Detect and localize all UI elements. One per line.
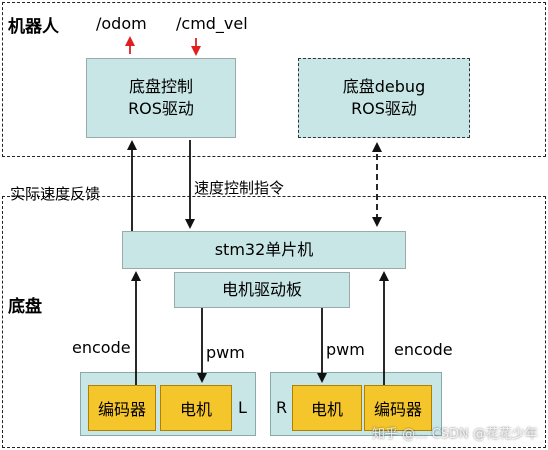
robot-region <box>2 2 546 157</box>
ros-driver-node: 底盘控制 ROS驱动 <box>86 58 236 138</box>
debug-driver-line1: 底盘debug <box>342 76 426 96</box>
chassis-region-label: 底盘 <box>8 297 42 317</box>
right-side-label: R <box>276 398 288 417</box>
left-motor-module: 电机 <box>160 385 232 431</box>
right-encode-label: encode <box>394 340 453 359</box>
debug-driver-node: 底盘debug ROS驱动 <box>298 58 470 138</box>
robot-region-label: 机器人 <box>8 17 59 37</box>
right-pwm-label: pwm <box>326 340 365 359</box>
edge-label-feedback: 实际速度反馈 <box>10 185 101 203</box>
debug-driver-line2: ROS驱动 <box>351 99 417 118</box>
watermark: 知乎 @... CSDN @花花少年 <box>372 427 538 442</box>
ros-driver-line2: ROS驱动 <box>128 99 194 118</box>
left-side-label: L <box>238 398 247 417</box>
left-encoder-module: 编码器 <box>88 385 156 431</box>
chassis-region <box>2 196 546 448</box>
ros-driver-line1: 底盘控制 <box>128 76 193 96</box>
left-encode-label: encode <box>72 338 131 357</box>
motor-driver-board-node: 电机驱动板 <box>174 272 350 308</box>
right-encoder-module: 编码器 <box>364 385 432 431</box>
topic-odom: /odom <box>96 14 147 33</box>
mcu-node: stm32单片机 <box>122 231 406 269</box>
left-pwm-label: pwm <box>206 343 245 362</box>
topic-cmd-vel: /cmd_vel <box>176 14 248 33</box>
right-motor-module: 电机 <box>292 385 362 431</box>
edge-label-command: 速度控制指令 <box>194 179 285 197</box>
